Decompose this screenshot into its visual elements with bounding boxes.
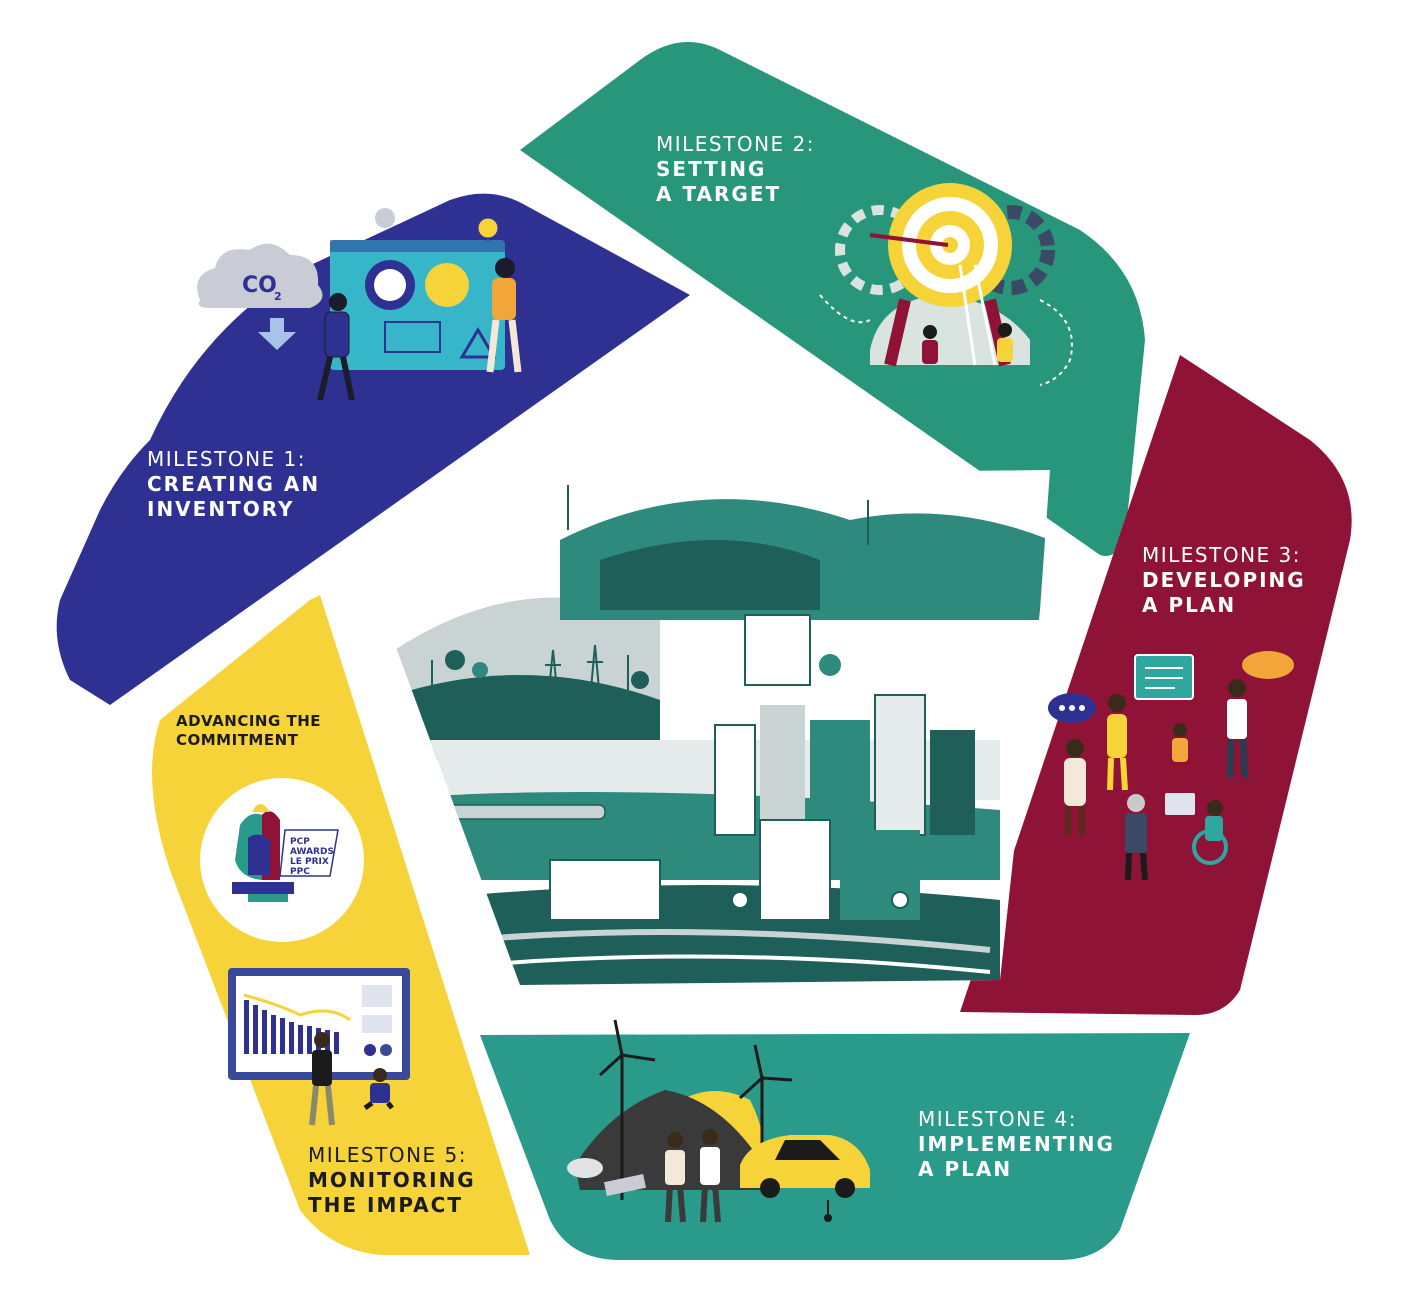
central-city-illustration: [375, 470, 1050, 985]
milestone-3-number: MILESTONE 3:: [1142, 543, 1302, 567]
co2-subscript: 2: [274, 290, 282, 303]
milestone-3-title-line-2: A PLAN: [1142, 593, 1237, 617]
advancing-line-1: ADVANCING THE: [176, 712, 322, 730]
milestone-1-title-line-2: INVENTORY: [147, 497, 295, 521]
co2-label: CO: [242, 273, 277, 298]
milestone-5-label: MILESTONE 5: MONITORING THE IMPACT: [308, 1143, 476, 1218]
advancing-commitment-label: ADVANCING THE COMMITMENT: [176, 712, 321, 750]
people-discussion-illustration: [1048, 651, 1294, 881]
co2-dashboard-illustration: CO 2: [197, 208, 522, 401]
badge-line-4: PPC: [290, 867, 310, 877]
pcp-award-badge: PCP AWARDS LE PRIX PPC: [200, 778, 364, 942]
milestone-5-segment: [152, 595, 530, 1255]
milestone-1-segment: [56, 193, 690, 706]
milestone-5-title-line-1: MONITORING: [308, 1168, 476, 1192]
milestone-1-label: MILESTONE 1: CREATING AN INVENTORY: [147, 447, 320, 522]
milestone-4-number: MILESTONE 4:: [918, 1107, 1078, 1131]
milestone-3-title-line-1: DEVELOPING: [1142, 568, 1306, 592]
advancing-line-2: COMMITMENT: [176, 730, 299, 749]
wind-turbines-electric-car-illustration: [567, 1019, 870, 1223]
milestone-4-label: MILESTONE 4: IMPLEMENTING A PLAN: [918, 1107, 1115, 1182]
milestone-5-title-line-2: THE IMPACT: [308, 1193, 463, 1217]
milestone-2-number: MILESTONE 2:: [656, 132, 816, 156]
milestone-2-label: MILESTONE 2: SETTING A TARGET: [656, 132, 815, 207]
milestone-3-label: MILESTONE 3: DEVELOPING A PLAN: [1142, 543, 1306, 618]
badge-line-1: PCP: [290, 837, 310, 847]
milestone-5-number: MILESTONE 5:: [308, 1143, 468, 1167]
milestone-2-title-line-1: SETTING: [656, 157, 767, 181]
milestone-1-number: MILESTONE 1:: [147, 447, 307, 471]
milestone-1-title-line-1: CREATING AN: [147, 472, 321, 496]
milestone-4-title-line-2: A PLAN: [918, 1157, 1013, 1181]
milestone-2-title-line-2: A TARGET: [656, 182, 782, 206]
monitoring-chart-illustration: [228, 968, 410, 1126]
badge-line-2: AWARDS: [290, 847, 334, 857]
milestone-2-segment: [520, 42, 1145, 556]
milestone-4-title-line-1: IMPLEMENTING: [918, 1132, 1115, 1156]
target-gears-illustration: [819, 183, 1073, 386]
badge-line-3: LE PRIX: [290, 857, 329, 867]
